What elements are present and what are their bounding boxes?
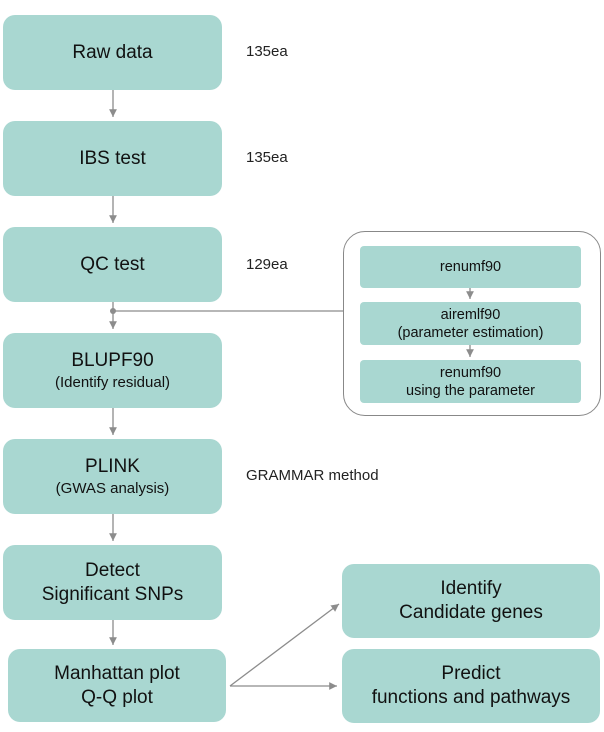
branch-dot — [110, 308, 116, 314]
raw-data-count: 135ea — [246, 43, 288, 60]
predict-line2: functions and pathways — [371, 687, 571, 708]
identify-line2: Candidate genes — [399, 602, 543, 623]
ibs-test-count: 135ea — [246, 149, 288, 166]
plink-box: PLINK (GWAS analysis) — [3, 439, 222, 514]
identify-line1: Identify — [440, 578, 502, 599]
raw-data-label: Raw data — [72, 41, 153, 63]
detect-line2: Significant SNPs — [41, 583, 184, 605]
renumf90-param-line1: renumf90 — [439, 364, 502, 381]
airemlf90-line1: airemlf90 — [440, 306, 501, 323]
ibs-test-box: IBS test — [3, 121, 222, 196]
blupf90-label: BLUPF90 — [71, 349, 154, 371]
blupf90-sublabel: (Identify residual) — [54, 373, 171, 391]
airemlf90-box: airemlf90 (parameter estimation) — [360, 302, 581, 345]
plink-sublabel: (GWAS analysis) — [55, 479, 170, 497]
blupf90-box: BLUPF90 (Identify residual) — [3, 333, 222, 408]
airemlf90-line2: (parameter estimation) — [397, 324, 544, 341]
qc-test-box: QC test — [3, 227, 222, 302]
predict-functions-box: Predict functions and pathways — [342, 649, 600, 723]
renumf90-label: renumf90 — [439, 259, 502, 275]
renumf90-param-box: renumf90 using the parameter — [360, 360, 581, 403]
grammar-method-note: GRAMMAR method — [246, 467, 379, 484]
manhattan-line1: Manhattan plot — [54, 662, 180, 684]
arrow-manhattan-to-identify — [229, 603, 340, 687]
renumf90-param-line2: using the parameter — [406, 382, 535, 399]
renumf90-box: renumf90 — [360, 246, 581, 288]
ibs-test-label: IBS test — [79, 147, 146, 169]
detect-snps-box: Detect Significant SNPs — [3, 545, 222, 620]
raw-data-box: Raw data — [3, 15, 222, 90]
manhattan-line2: Q-Q plot — [81, 686, 153, 708]
qc-test-count: 129ea — [246, 256, 288, 273]
identify-genes-box: Identify Candidate genes — [342, 564, 600, 638]
plink-label: PLINK — [85, 455, 140, 477]
detect-line1: Detect — [85, 559, 140, 581]
manhattan-plot-box: Manhattan plot Q-Q plot — [8, 649, 226, 722]
qc-test-label: QC test — [80, 253, 145, 275]
predict-line1: Predict — [441, 663, 501, 684]
